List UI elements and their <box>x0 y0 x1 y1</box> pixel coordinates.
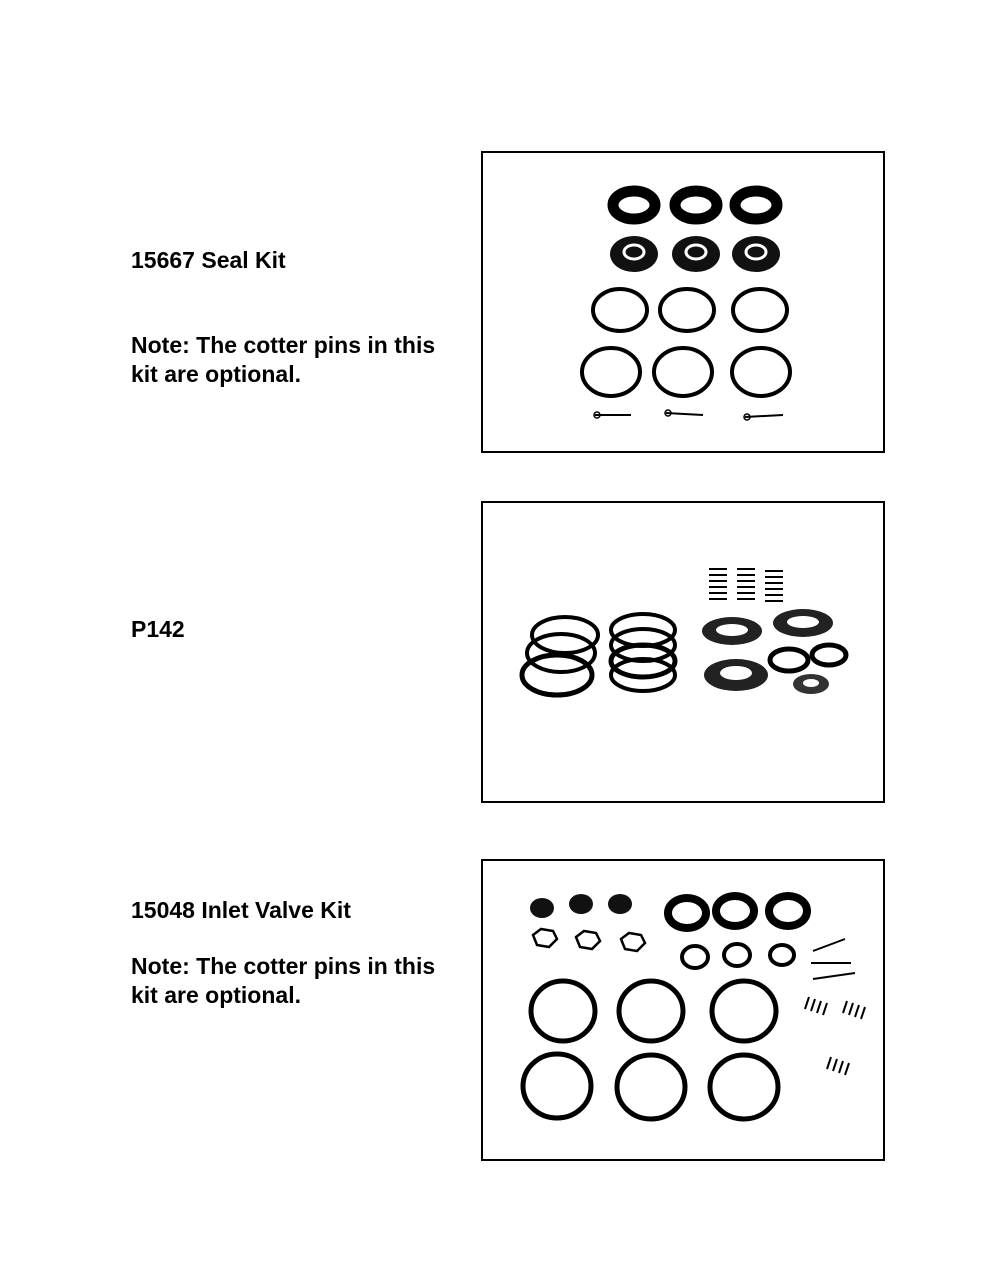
p142-kit-parts-icon <box>519 568 849 698</box>
seal-kit-parts-icon <box>580 185 792 421</box>
p142-image <box>481 501 885 803</box>
section-title-seal-kit: 15667 Seal Kit <box>131 247 286 273</box>
section-title-inlet-valve-kit: 15048 Inlet Valve Kit <box>131 897 351 923</box>
inlet-valve-kit-parts-icon <box>520 892 866 1122</box>
seal-kit-image <box>481 151 885 453</box>
inlet-valve-kit-image <box>481 859 885 1161</box>
section-note-seal-kit: Note: The cotter pins in this kit are op… <box>131 332 436 387</box>
section-title-p142: P142 <box>131 616 185 642</box>
section-note-inlet-valve-kit: Note: The cotter pins in this kit are op… <box>131 953 436 1008</box>
